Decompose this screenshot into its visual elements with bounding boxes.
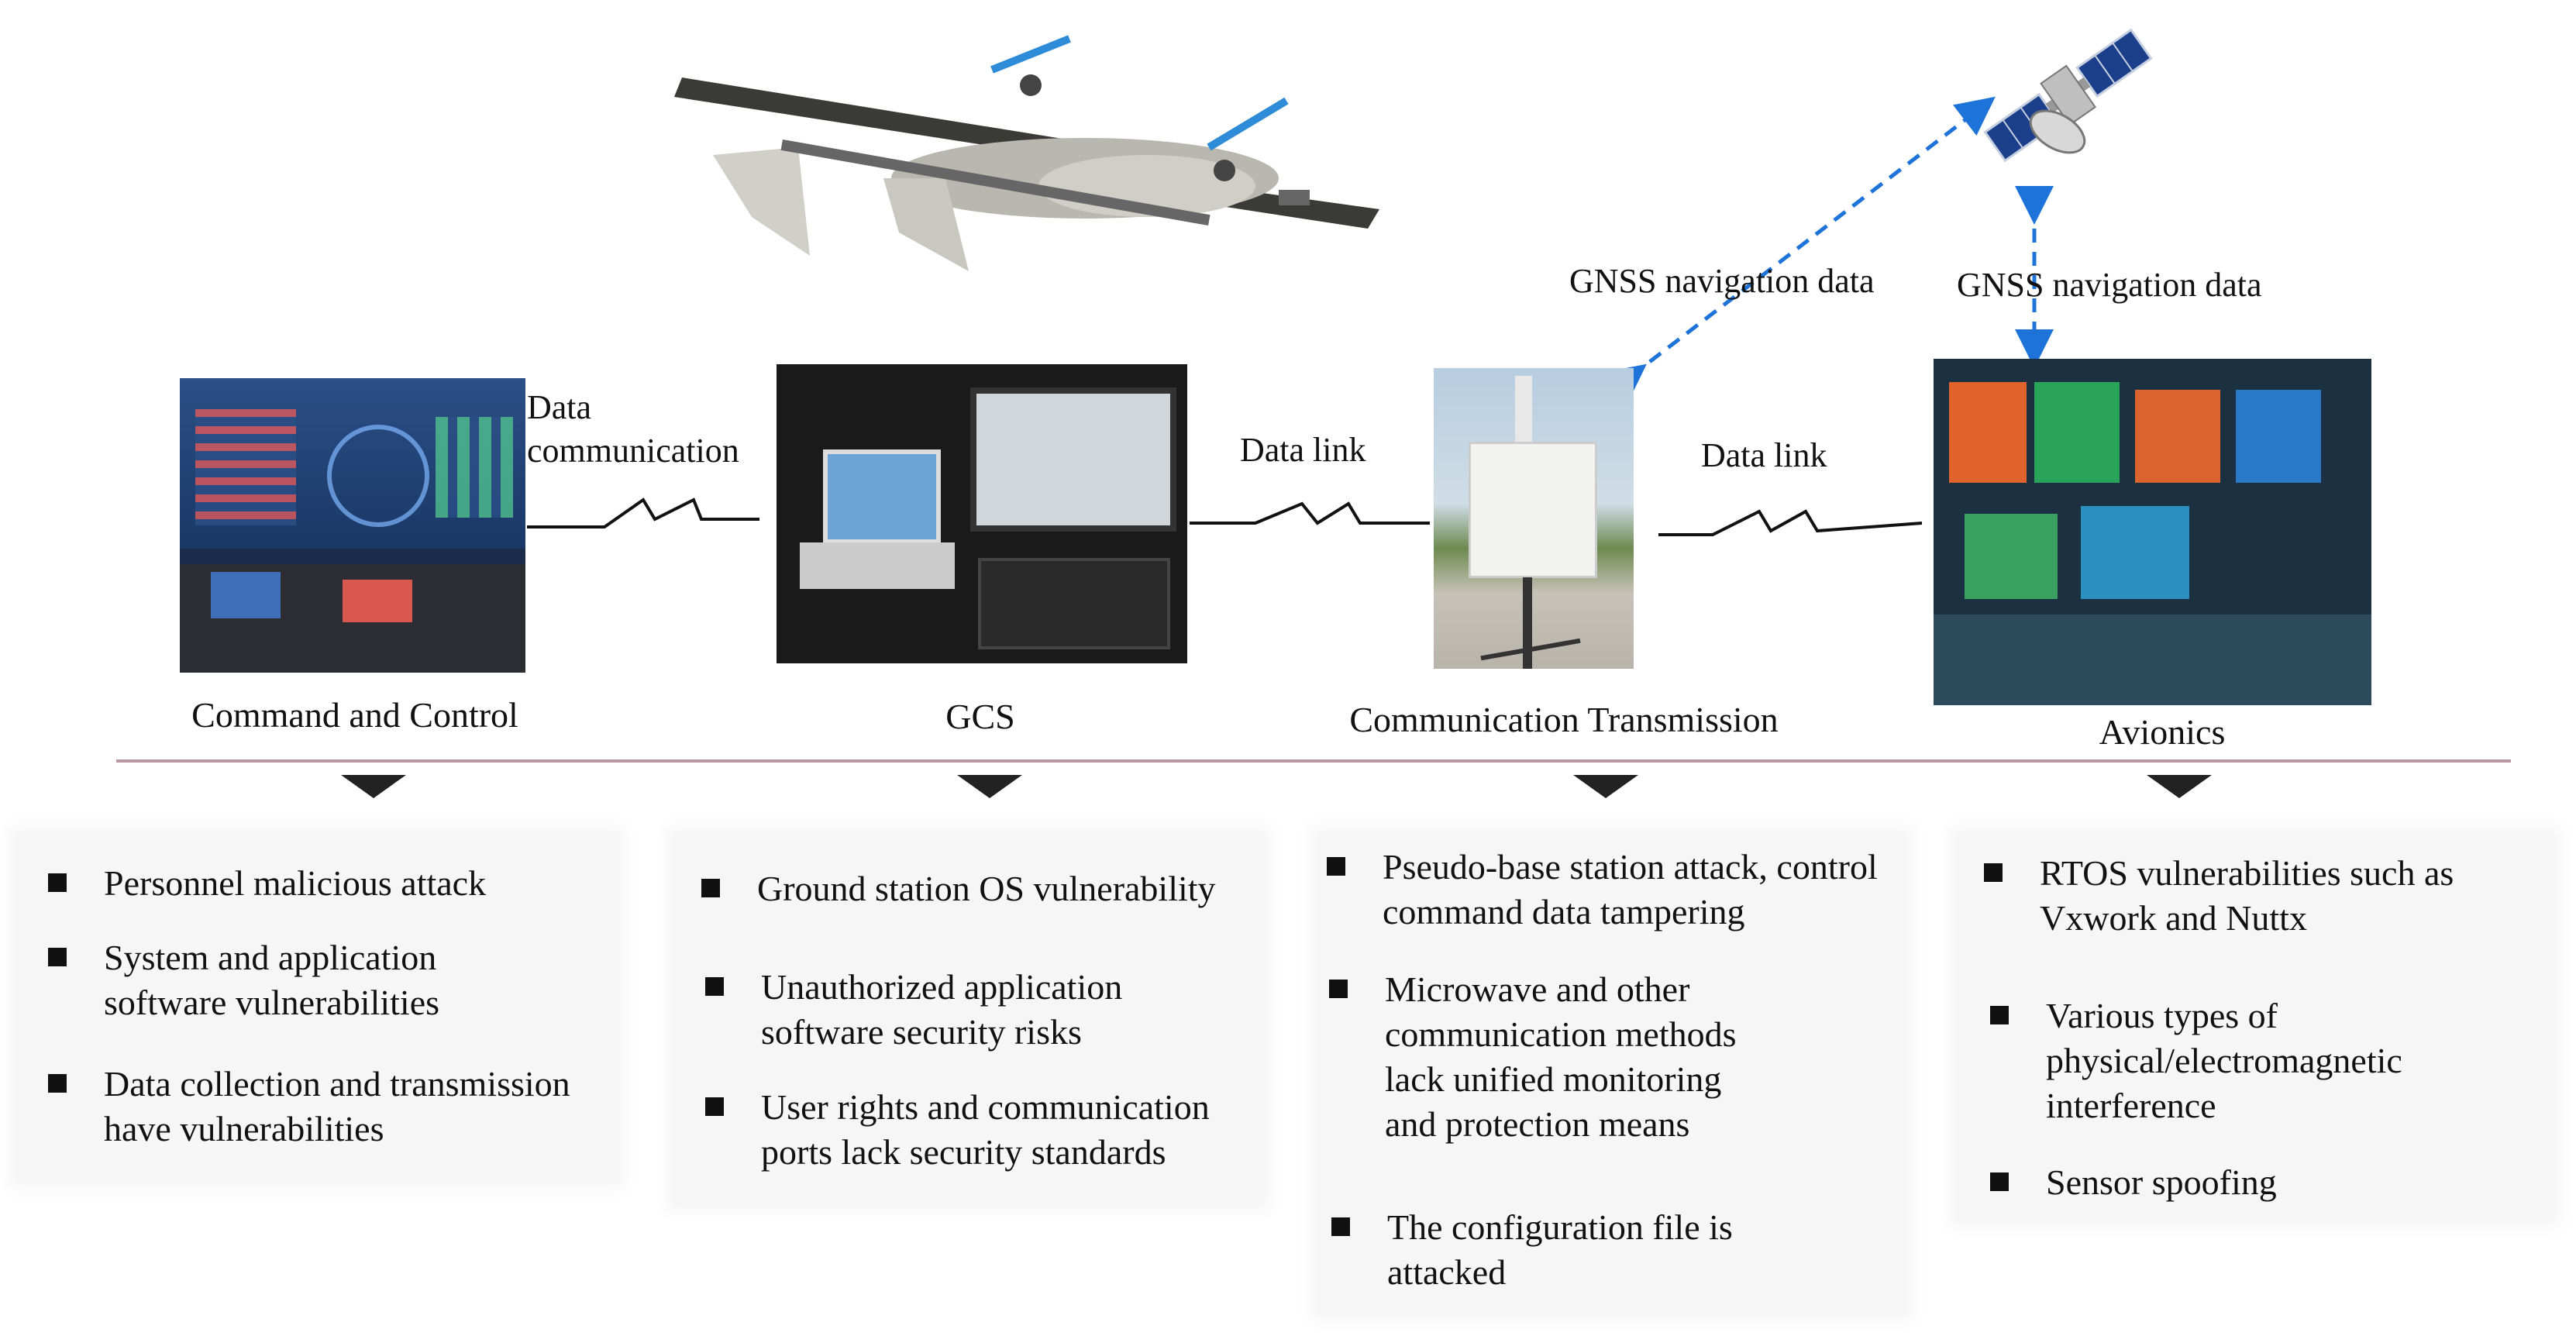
bullet-square-icon [1984, 863, 2003, 882]
bullet-square-icon [48, 1074, 67, 1093]
arrow-down-icon [1573, 775, 1638, 798]
bullet-square-icon [1990, 1006, 2009, 1024]
bullet-square-icon [48, 873, 67, 892]
command-control-photo [180, 378, 525, 673]
satellite-image [1983, 28, 2153, 163]
risk-box-avionics [1957, 833, 2554, 1221]
data-link-1-label: Data link [1240, 431, 1366, 469]
risk-item: Sensor spoofing [1990, 1160, 2277, 1205]
gnss-label-2: GNSS navigation data [1957, 266, 2262, 304]
data-communication-link-line [527, 498, 759, 529]
node-label-avionics: Avionics [2099, 712, 2226, 752]
data-link-1-line [1190, 501, 1430, 525]
data-communication-label-line2: communication [527, 432, 739, 470]
avionics-cockpit-photo [1934, 359, 2371, 705]
bullet-square-icon [705, 977, 724, 996]
risk-item: Ground station OS vulnerability [701, 866, 1216, 911]
data-link-2-label: Data link [1701, 436, 1827, 474]
arrow-down-icon [2147, 775, 2212, 798]
node-label-gcs: GCS [945, 697, 1015, 736]
arrow-down-icon [341, 775, 406, 798]
arrow-down-icon [957, 775, 1022, 798]
bullet-square-icon [705, 1097, 724, 1116]
uav-drone-image [674, 35, 1379, 271]
bullet-square-icon [48, 948, 67, 966]
bullet-square-icon [1331, 1217, 1350, 1236]
data-link-2-line [1658, 509, 1923, 536]
data-communication-label-line1: Data [527, 388, 592, 426]
gnss-arrow-to-ground-station [1603, 96, 1996, 404]
communication-antenna-photo [1434, 368, 1634, 669]
node-label-command-control: Command and Control [191, 695, 518, 735]
bullet-square-icon [1327, 857, 1345, 876]
gcs-photo [777, 364, 1187, 663]
risk-box-gcs [674, 833, 1263, 1205]
risk-box-command-control [17, 833, 618, 1182]
bullet-square-icon [701, 879, 720, 897]
gnss-label-1: GNSS navigation data [1569, 262, 1875, 300]
node-label-communication-transmission: Communication Transmission [1349, 700, 1779, 739]
bullet-square-icon [1990, 1172, 2009, 1191]
risk-item: Personnel malicious attack [48, 861, 486, 906]
bullet-square-icon [1329, 980, 1348, 998]
risk-box-communication-transmission [1317, 833, 1906, 1314]
